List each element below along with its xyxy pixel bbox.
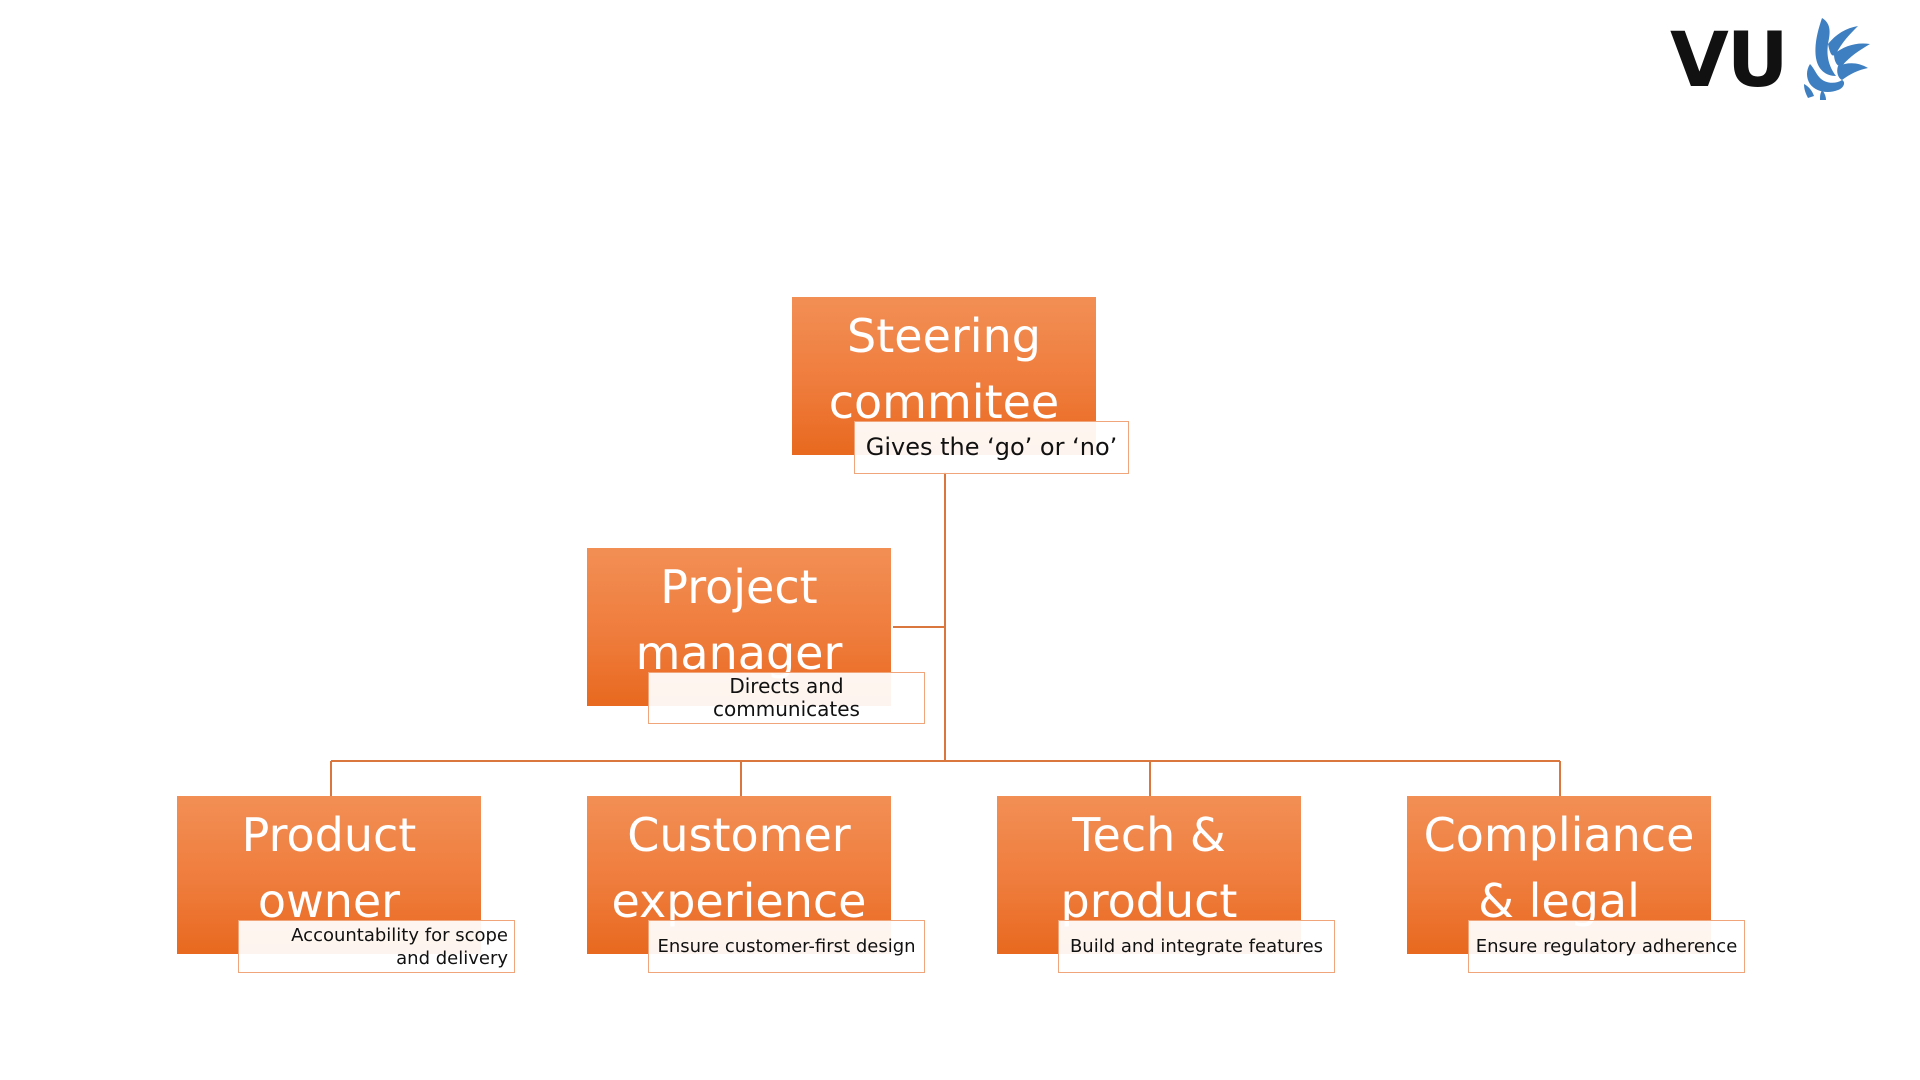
node-title: Customer experience	[611, 808, 867, 928]
node-title: Steering commitee	[828, 309, 1060, 429]
node-title: Tech & product	[1060, 808, 1238, 928]
vu-logo: VU	[1670, 14, 1880, 104]
node-caption-product-owner: Accountability for scope and delivery	[238, 920, 515, 973]
node-title: Compliance & legal	[1423, 808, 1695, 928]
node-caption-tech-product: Build and integrate features	[1058, 920, 1335, 973]
logo-text: VU	[1670, 15, 1789, 104]
node-caption-compliance-legal: Ensure regulatory adherence	[1468, 920, 1745, 973]
griffin-logo-icon	[1804, 18, 1870, 100]
node-title: Product owner	[241, 808, 417, 928]
node-caption-steering-committee: Gives the ‘go’ or ‘no’	[854, 421, 1129, 474]
node-title: Project manager	[635, 560, 843, 680]
node-caption-project-manager: Directs and communicates	[648, 672, 925, 724]
node-caption-customer-experience: Ensure customer-first design	[648, 920, 925, 973]
